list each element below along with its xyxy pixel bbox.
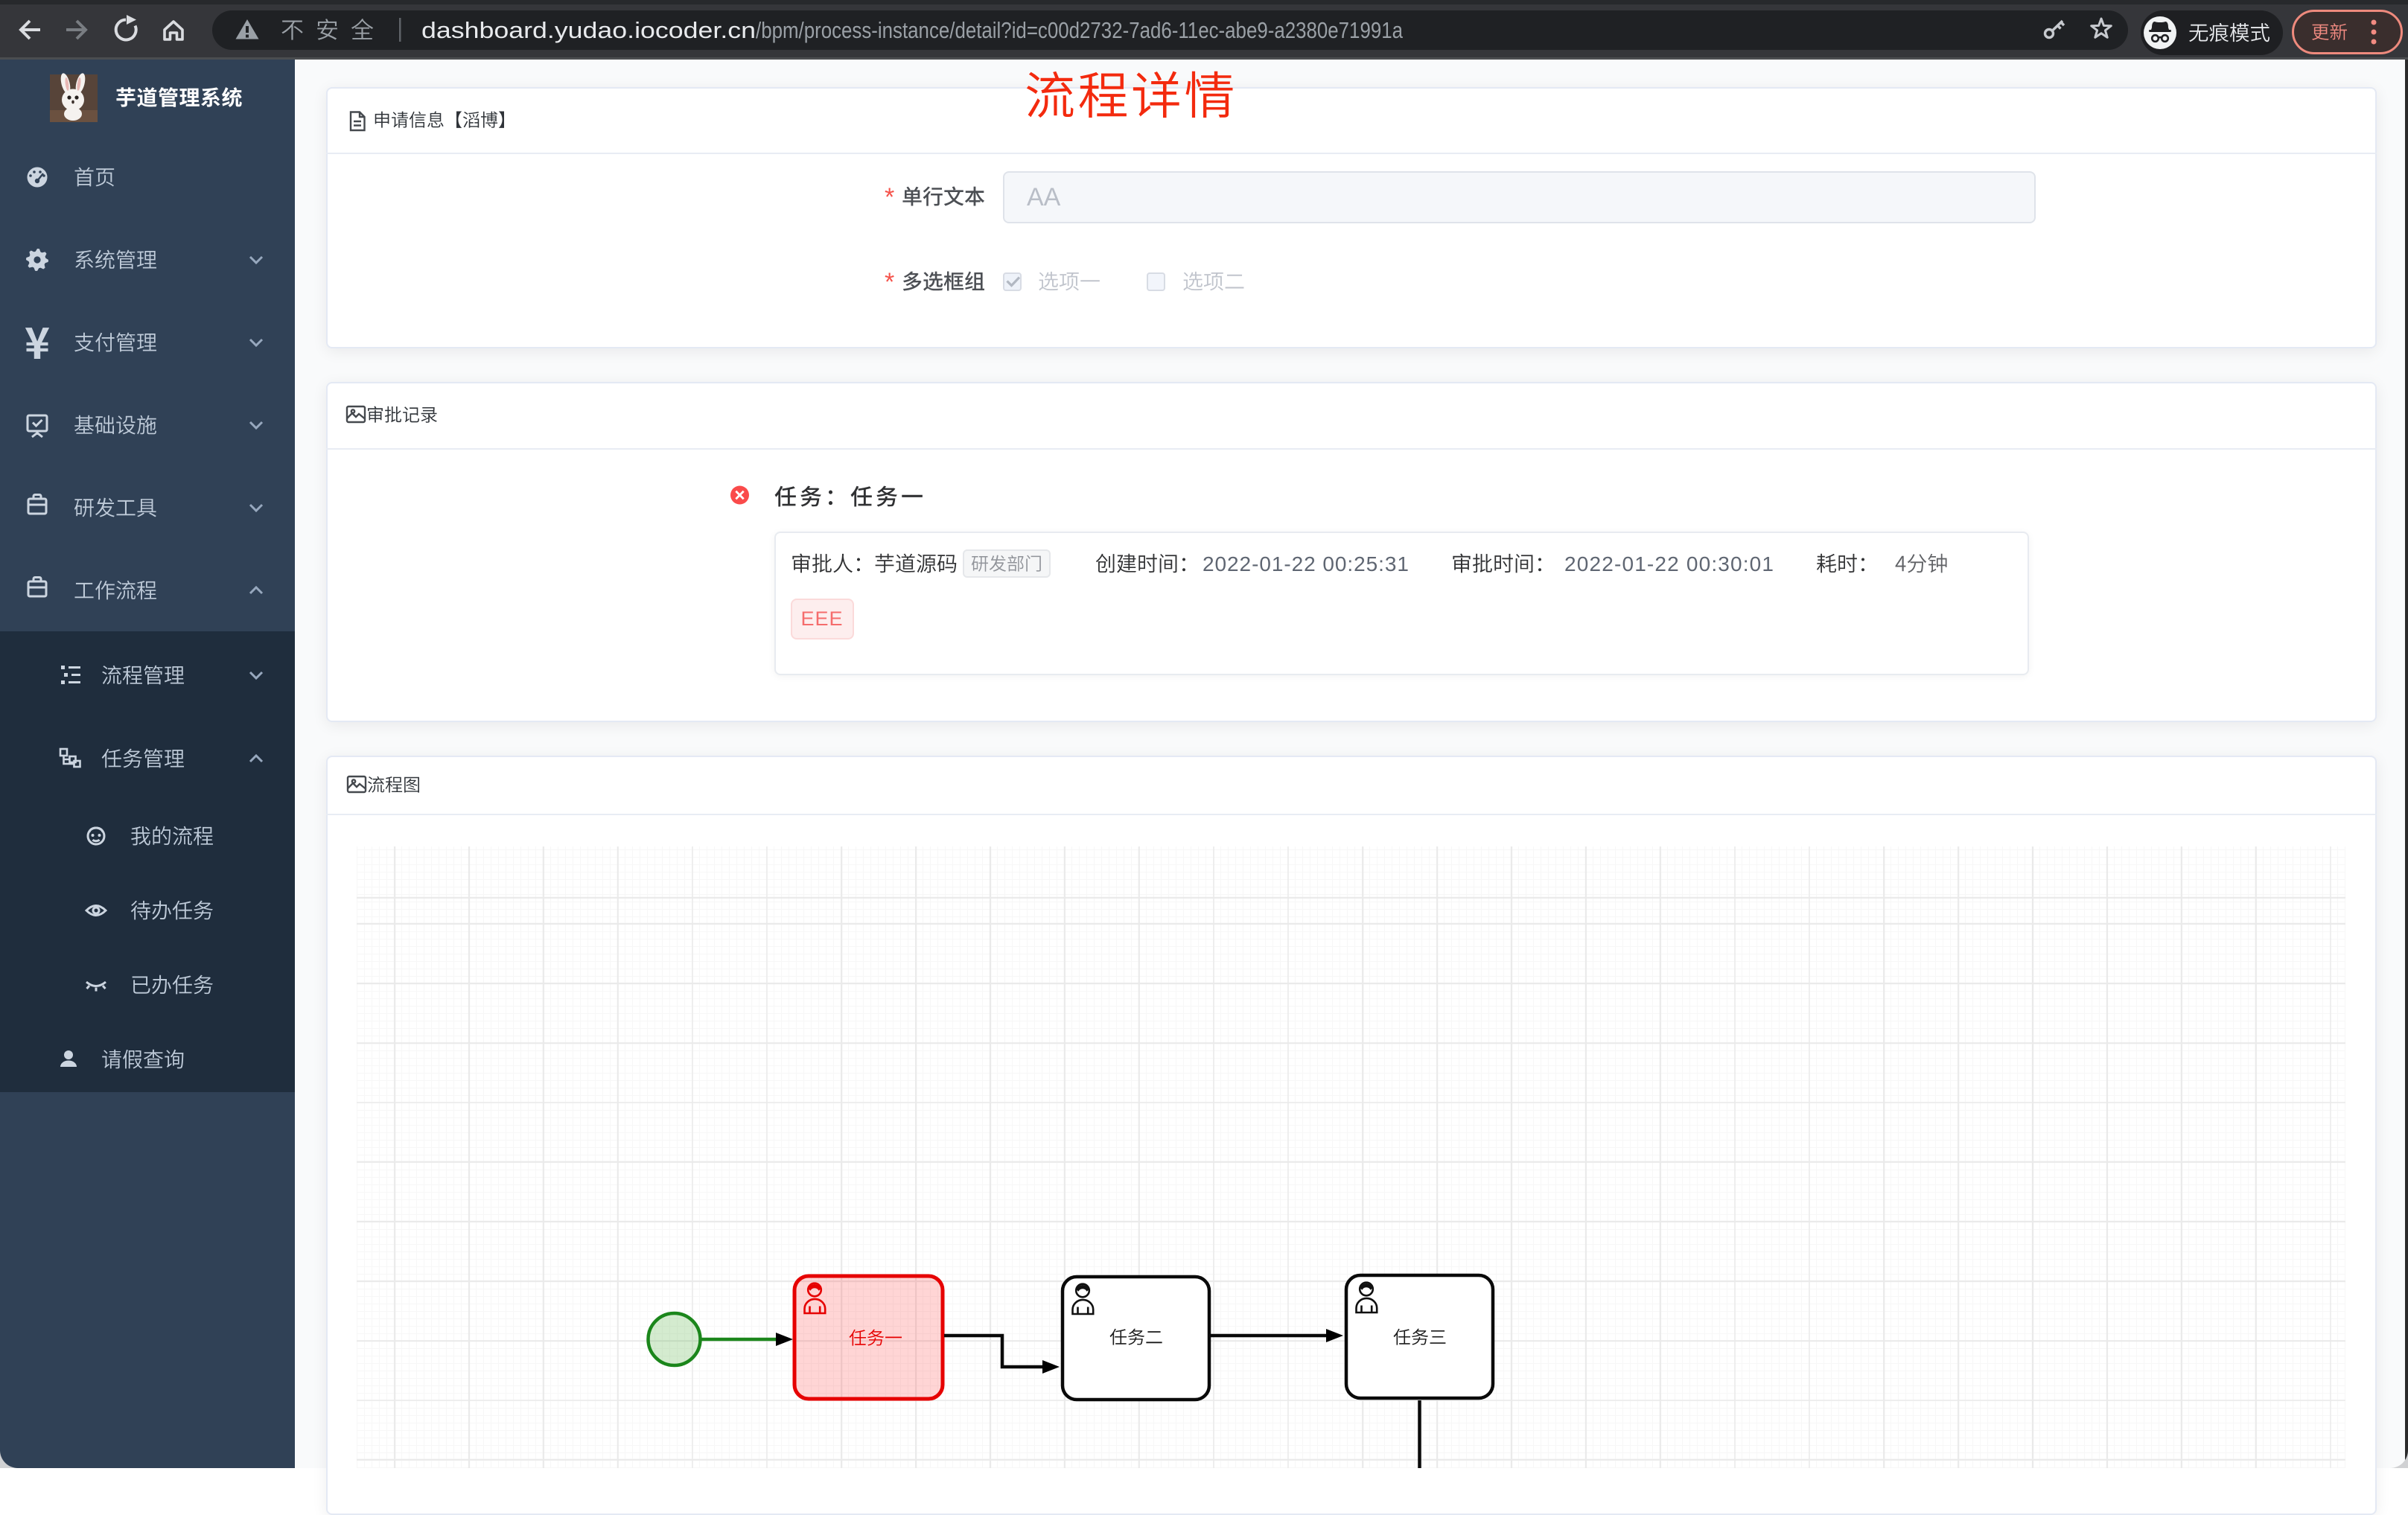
svg-text:AA: AA (1027, 183, 1061, 211)
svg-text:2022-01-22 00:30:01: 2022-01-22 00:30:01 (1564, 552, 1774, 575)
svg-text:*: * (885, 183, 894, 211)
svg-text:EEE: EEE (800, 607, 843, 630)
svg-text:/bpm/process-instance/detail?i: /bpm/process-instance/detail?id=c00d2732… (756, 17, 1404, 43)
svg-text:dashboard.yudao.iocoder.cn: dashboard.yudao.iocoder.cn (421, 17, 756, 43)
svg-text:*: * (885, 268, 894, 296)
svg-text:2022-01-22 00:25:31: 2022-01-22 00:25:31 (1203, 552, 1409, 575)
